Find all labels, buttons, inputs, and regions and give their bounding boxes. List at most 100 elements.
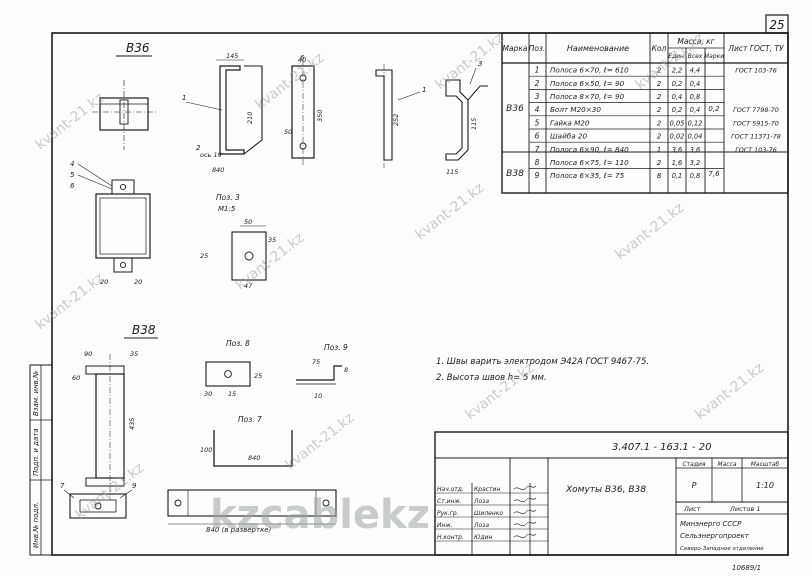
- b36-callout-6b: 6: [70, 182, 75, 190]
- spec-row-pos: 3: [535, 92, 540, 101]
- spec-row-all-mass: 0,4: [690, 80, 701, 88]
- tb-name-4: Юдин: [474, 534, 493, 541]
- spec-row-qty: 2: [657, 79, 662, 88]
- b38-callout-9: 9: [132, 482, 137, 490]
- spec-row-unit-mass: 0,1: [672, 172, 683, 180]
- spec-row-all-mass: 0,12: [688, 119, 703, 127]
- spec-row-name: Полоса 6×75, ℓ= 110: [550, 158, 629, 167]
- spec-row-pos: 8: [535, 158, 540, 167]
- b36-dim-252: 252: [392, 114, 400, 126]
- pos3-scale: М1:5: [218, 205, 236, 213]
- doc-title: Хомуты В36, В38: [565, 485, 646, 495]
- spec-header-mass-mark: Марки: [704, 53, 724, 60]
- b36-callout-3: 3: [478, 60, 482, 68]
- stage-label: Стадия: [682, 461, 705, 468]
- spec-row-qty: 8: [657, 171, 662, 180]
- spec-row-qty: 1: [657, 145, 662, 154]
- spec-group-mark-b38: В38: [506, 169, 524, 179]
- tb-name-0: Крастин: [474, 486, 500, 493]
- spec-row-gost: ГОСТ 103-76: [735, 146, 777, 154]
- tb-signature-0: [513, 485, 537, 490]
- spec-row-pos: 5: [535, 118, 540, 127]
- spec-row-name: Полоса 6×70, ℓ= 610: [550, 66, 629, 75]
- b36-dim-d115: 115: [446, 168, 458, 176]
- b36-callout-5: 5: [70, 171, 75, 179]
- pos3-dim-50: 50: [244, 218, 252, 226]
- org-line-3: Северо-Западное отделение: [680, 546, 764, 552]
- spec-row-gost: ГОСТ 103-76: [735, 67, 777, 75]
- watermark-text: kvant-21.kz: [283, 410, 358, 473]
- b38-dim-60: 60: [72, 374, 80, 382]
- title-block: 3.407.1 - 163.1 - 20 Хомуты В36, В38 Ста…: [434, 431, 789, 556]
- watermark-logo: kzcablekz: [210, 492, 430, 538]
- b36-dim-40: 40: [298, 56, 306, 64]
- spec-row-all-mass: 0,8: [690, 172, 701, 180]
- pos3-dim-25: 25: [200, 252, 208, 260]
- spec-row-unit-mass: 1,6: [672, 159, 683, 167]
- pos8-dim-25: 25: [254, 372, 262, 380]
- b36-dim-145: 145: [226, 52, 238, 60]
- b38-dim-35: 35: [130, 350, 138, 358]
- watermark-text: kvant-21.kz: [413, 180, 488, 243]
- b36-dim-20b: 20: [134, 278, 142, 286]
- spec-row-all-mass: 4,4: [690, 67, 701, 75]
- b36-callout-4: 4: [70, 160, 74, 168]
- b36-callout-1: 1: [182, 94, 186, 102]
- note-2: 2. Высота швов h= 5 мм.: [436, 373, 547, 383]
- tb-name-2: Шиленко: [474, 510, 503, 517]
- pos7-dim-100: 100: [200, 446, 212, 454]
- spec-row-gost: ГОСТ 5915-70: [733, 119, 779, 127]
- pos8-dim-30: 30: [204, 390, 212, 398]
- sheet-frame: [51, 32, 789, 556]
- tb-signature-1: [513, 497, 537, 502]
- spec-group-mark-b36: В36: [506, 104, 524, 114]
- spec-row-unit-mass: 0,2: [672, 80, 683, 88]
- spec-row-name: Полоса 6×50, ℓ= 90: [550, 79, 625, 88]
- spec-row-pos: 9: [535, 171, 540, 180]
- tb-signature-3: [513, 521, 537, 526]
- spec-row-pos: 4: [535, 105, 540, 114]
- spec-row-name: Шайба 20: [550, 132, 587, 141]
- tb-role-0: Нач.отд.: [437, 486, 464, 493]
- b36-dim-350: 350: [316, 110, 324, 122]
- spec-header-mass-all: Всех: [688, 53, 703, 60]
- spec-row-name: Болт М20×30: [550, 105, 601, 114]
- tb-signature-2: [513, 509, 537, 514]
- doc-code: 3.407.1 - 163.1 - 20: [612, 442, 711, 453]
- tb-role-2: Рук.гр.: [437, 510, 459, 517]
- b36-dim-20: 20: [100, 278, 108, 286]
- spec-row-name: Полоса 6×90, ℓ= 840: [550, 145, 629, 154]
- org-line-2: Сельэнергопроект: [680, 532, 750, 540]
- pos9-label: Поз. 9: [324, 343, 348, 352]
- b36-weld-note: ось 19: [200, 151, 222, 159]
- b36-dim-210: 210: [246, 112, 254, 124]
- drawing-b36: В36 145 210 840 ось 19 1 2 40 350 50 6 2…: [70, 41, 488, 290]
- watermark-text: kvant-21.kz: [33, 90, 108, 153]
- pos7-label: Поз. 7: [238, 415, 262, 424]
- spec-header-pos: Поз.: [529, 44, 546, 53]
- spec-row-qty: 2: [657, 92, 662, 101]
- spec-row-unit-mass: 0,02: [670, 133, 685, 141]
- spec-row-unit-mass: 2,2: [672, 67, 683, 75]
- note-1: 1. Швы варить электродом Э42А ГОСТ 9467-…: [436, 357, 649, 367]
- b38-label: В38: [132, 323, 156, 337]
- spec-row-all-mass: 0,8: [690, 93, 701, 101]
- spec-row-all-mass: 3,2: [690, 159, 701, 167]
- pos8-dim-15: 15: [228, 390, 236, 398]
- spec-table: Марка Поз. Наименование Кол Масса, кг Ед…: [501, 32, 789, 194]
- pos3-label: Поз. 3: [216, 193, 240, 202]
- b36-callout-2: 2: [196, 144, 201, 152]
- spec-row-pos: 1: [535, 66, 540, 75]
- tb-name-3: Лоза: [473, 522, 489, 529]
- watermark-text: kvant-21.kz: [253, 50, 328, 113]
- watermark-text: kvant-21.kz: [613, 200, 688, 263]
- spec-row-name: Гайка М20: [550, 118, 590, 127]
- mass-label: Масса: [717, 461, 736, 468]
- b36-dim-840: 840: [212, 166, 224, 174]
- drawing-b38: В38 90 35 435 60 7 9 Поз. 8 30 15 25 Поз…: [60, 323, 348, 534]
- b36-dim-115: 115: [470, 118, 478, 130]
- spec-header-name: Наименование: [567, 44, 629, 53]
- spec-header-mass: Масса, кг: [677, 37, 714, 46]
- scale-value: 1:10: [756, 481, 774, 490]
